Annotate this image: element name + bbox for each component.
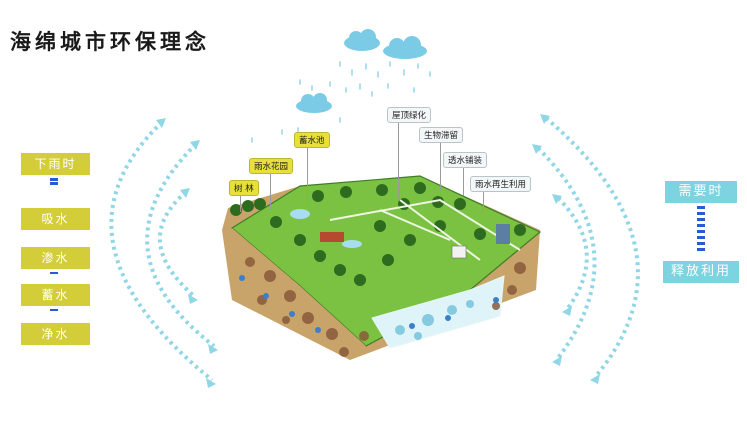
label-forest: 树 林 xyxy=(229,180,259,196)
dashed-connector xyxy=(697,206,705,254)
step-infiltrate: 渗水 xyxy=(21,247,90,269)
label-bio-retention: 生物滞留 xyxy=(419,127,464,143)
step-store: 蓄水 xyxy=(21,284,90,306)
label-stem xyxy=(240,190,241,212)
dash-marker xyxy=(50,272,58,274)
label-rainwater-reuse: 雨水再生利用 xyxy=(470,176,532,192)
label-stem xyxy=(463,164,464,196)
label-stem xyxy=(307,145,308,207)
label-stem xyxy=(483,188,484,212)
dash-marker xyxy=(50,309,58,311)
dash-marker xyxy=(50,178,58,181)
when-needed-header: 需要时 xyxy=(665,181,737,203)
label-green-roof: 屋顶绿化 xyxy=(387,107,432,123)
step-purify: 净水 xyxy=(21,323,90,345)
label-stem xyxy=(440,140,441,190)
sponge-city-block xyxy=(222,175,542,360)
label-stem xyxy=(398,120,399,198)
label-permeable-paving: 透水铺装 xyxy=(443,152,488,168)
label-stem xyxy=(270,170,271,210)
when-raining-header: 下雨时 xyxy=(21,153,90,175)
label-storage-pond: 蓄水池 xyxy=(294,132,330,148)
step-absorb: 吸水 xyxy=(21,208,90,230)
label-rain-garden: 雨水花园 xyxy=(249,158,294,174)
dash-marker xyxy=(50,182,58,185)
release-use-footer: 释放利用 xyxy=(663,261,739,283)
page-title: 海绵城市环保理念 xyxy=(10,30,210,54)
